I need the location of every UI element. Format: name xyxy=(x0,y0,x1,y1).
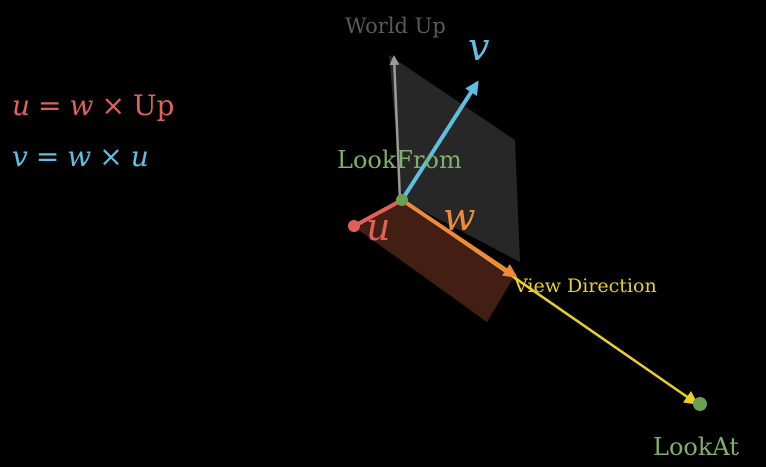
equation-u-equals: = xyxy=(38,89,62,122)
upper-plane xyxy=(389,55,520,262)
equation-v-lhs: v xyxy=(12,140,28,173)
equation-u-a: w xyxy=(69,89,94,122)
u-label: u xyxy=(366,205,390,249)
equation-u-b: Up xyxy=(132,89,175,122)
equation-u-lhs: u xyxy=(12,89,31,122)
equation-v-equals: = xyxy=(35,140,60,173)
world-up-vector xyxy=(389,55,402,201)
equation-v: v=w×u xyxy=(12,143,149,171)
lookat-point xyxy=(693,397,707,411)
u-vector xyxy=(357,198,403,226)
lookat-label: LookAt xyxy=(653,433,739,461)
equation-v-b: u xyxy=(130,140,149,173)
view-direction-label: View Direction xyxy=(513,275,657,297)
equation-v-cross: × xyxy=(99,140,123,173)
equation-u: u=w×Up xyxy=(12,92,174,120)
lookfrom-label: LookFrom xyxy=(337,146,462,174)
w-vector xyxy=(400,198,518,278)
v-label: v xyxy=(468,25,490,69)
equation-v-a: w xyxy=(67,140,92,173)
v-vector xyxy=(400,80,479,202)
u-vector-tip xyxy=(348,220,360,232)
w-label: w xyxy=(443,195,476,239)
world-up-label: World Up xyxy=(345,14,446,38)
lookfrom-point xyxy=(396,194,408,206)
equation-u-cross: × xyxy=(101,89,125,122)
lower-plane xyxy=(353,200,515,322)
